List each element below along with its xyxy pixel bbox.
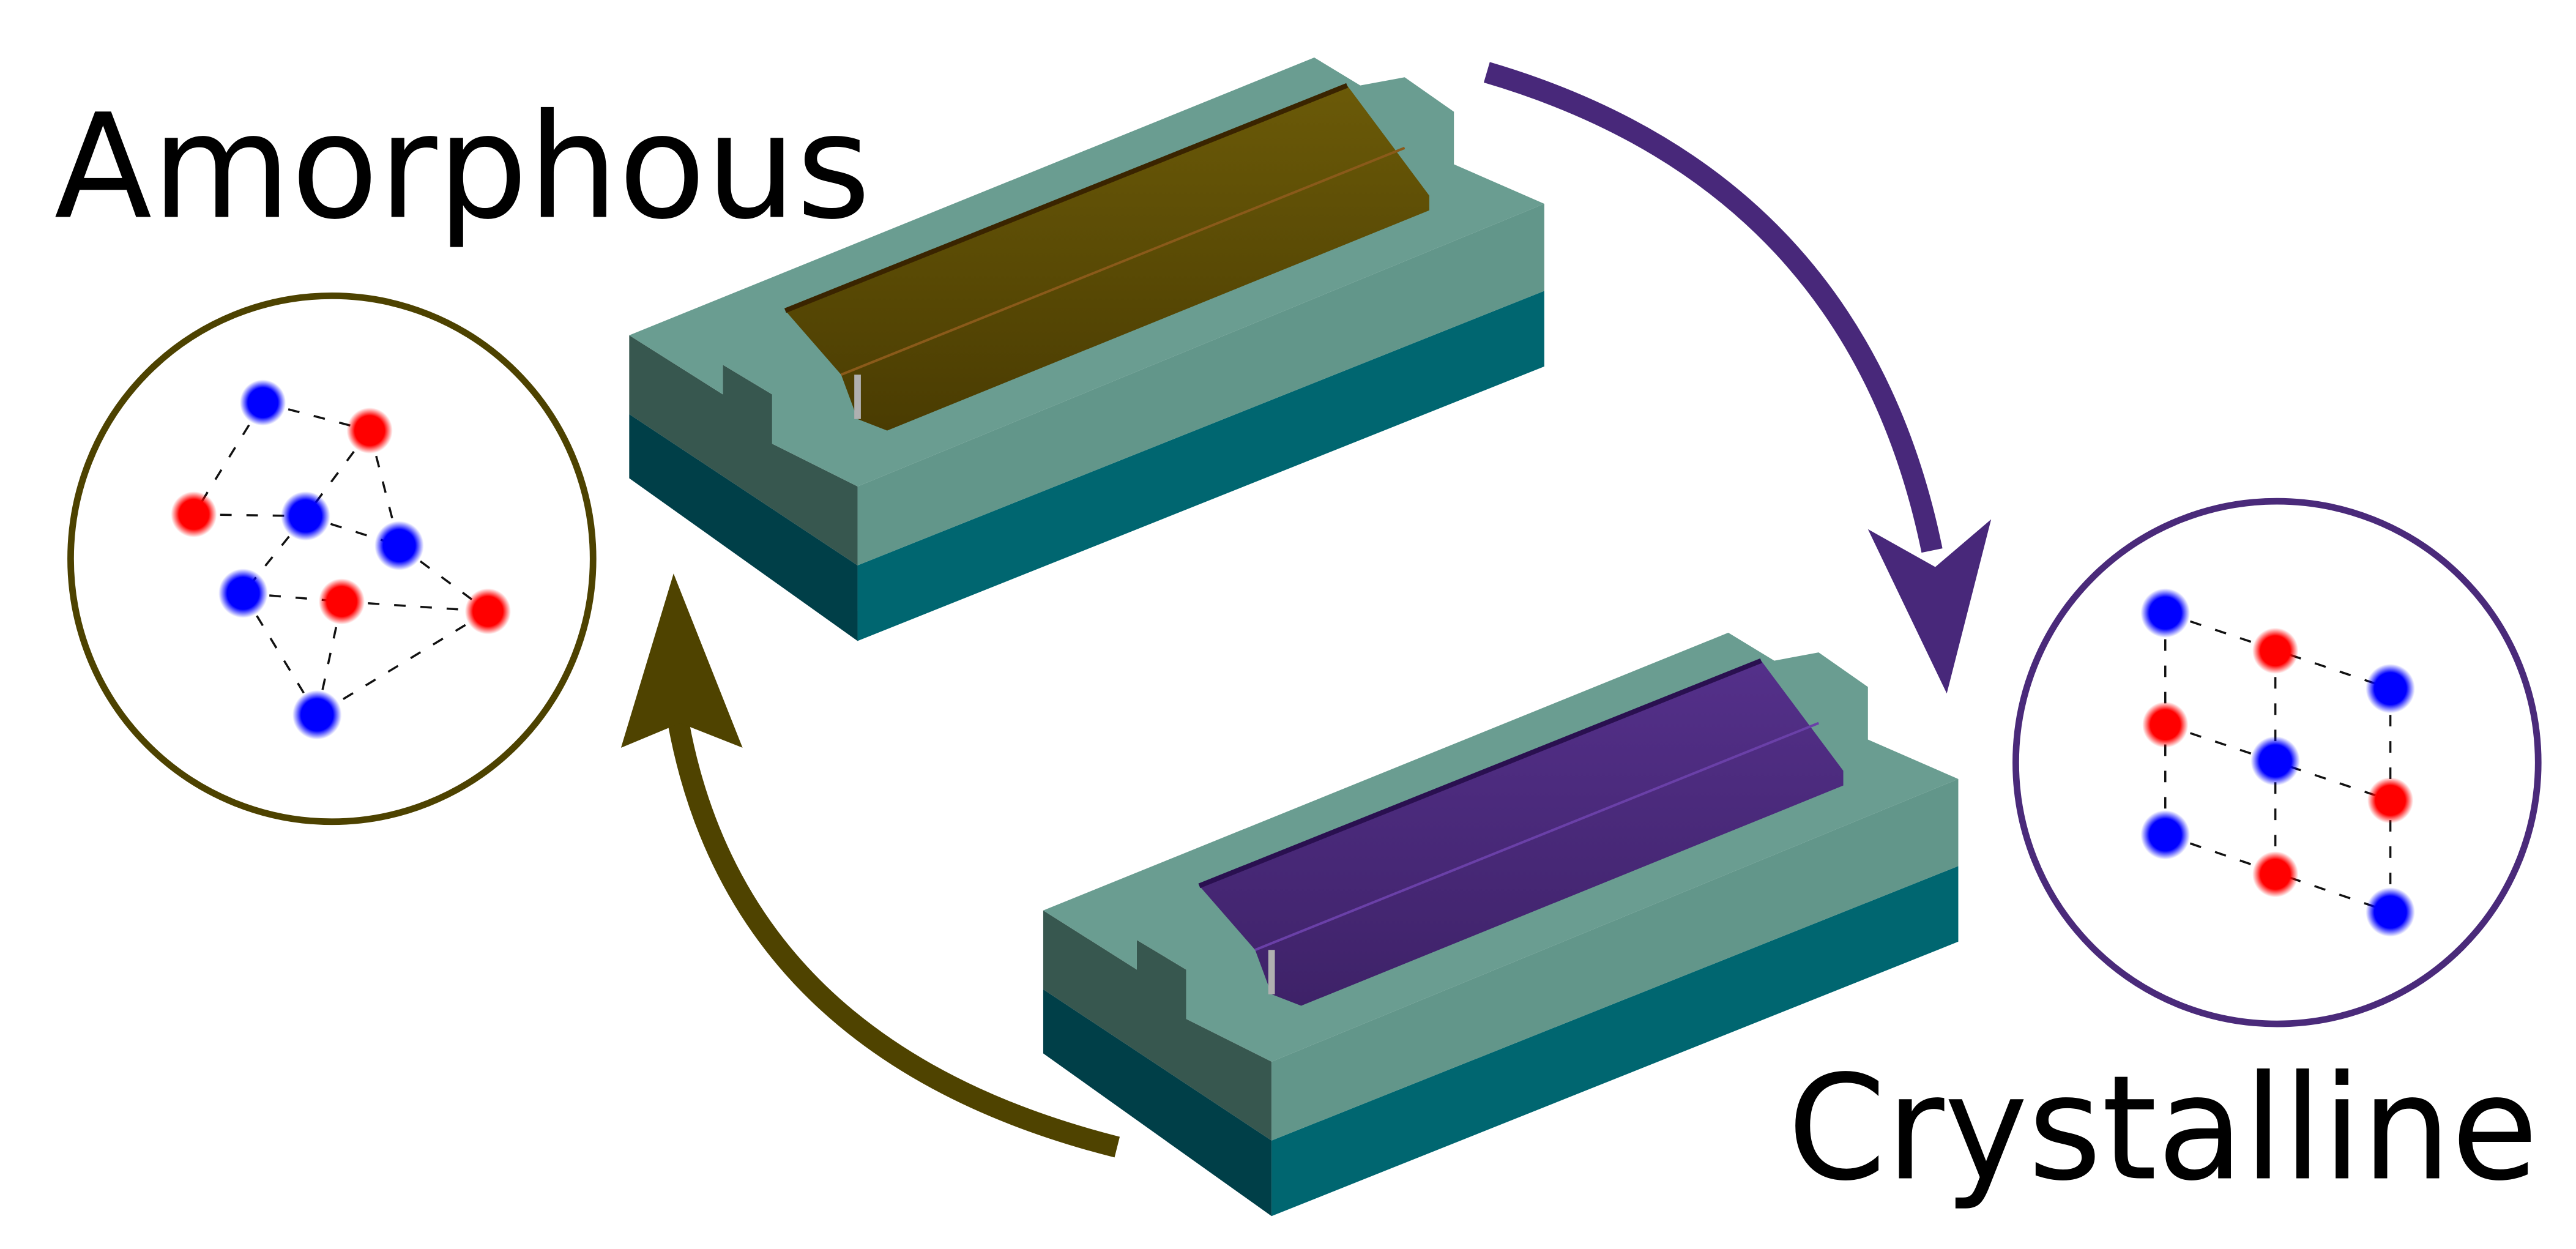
amorphous-structure-inset — [67, 293, 597, 826]
atom-blue — [218, 569, 268, 618]
crystalline-label: Crystalline — [1787, 1044, 2538, 1212]
atom-blue — [281, 491, 330, 541]
atom-red — [171, 491, 217, 538]
amorphize-arrow-icon — [620, 573, 1120, 1158]
atom-blue — [2250, 736, 2300, 786]
atom-red — [318, 578, 365, 625]
atom-blue — [2366, 663, 2415, 714]
crystalline-waveguide — [1199, 660, 1844, 1006]
crystallize-arrow-icon — [1483, 62, 1992, 694]
amorphous-label: Amorphous — [54, 83, 871, 251]
amorphous-waveguide — [785, 85, 1429, 431]
crystalline-atoms — [2140, 588, 2415, 937]
atom-blue — [2366, 887, 2415, 937]
atom-blue — [2140, 588, 2191, 638]
atom-red — [2367, 777, 2414, 824]
atom-blue — [292, 690, 342, 740]
atom-blue — [374, 521, 424, 570]
crystalline-structure-inset — [2012, 498, 2542, 1027]
amorphous-device — [629, 57, 1544, 641]
atom-red — [464, 588, 512, 635]
amorphous-atoms — [171, 379, 512, 740]
atom-red — [2252, 627, 2299, 674]
atom-red — [2142, 701, 2189, 748]
crystalline-device — [1043, 632, 1959, 1217]
atom-red — [346, 408, 393, 454]
atom-blue — [240, 379, 286, 426]
atom-blue — [2140, 810, 2191, 860]
atom-red — [2252, 851, 2299, 898]
